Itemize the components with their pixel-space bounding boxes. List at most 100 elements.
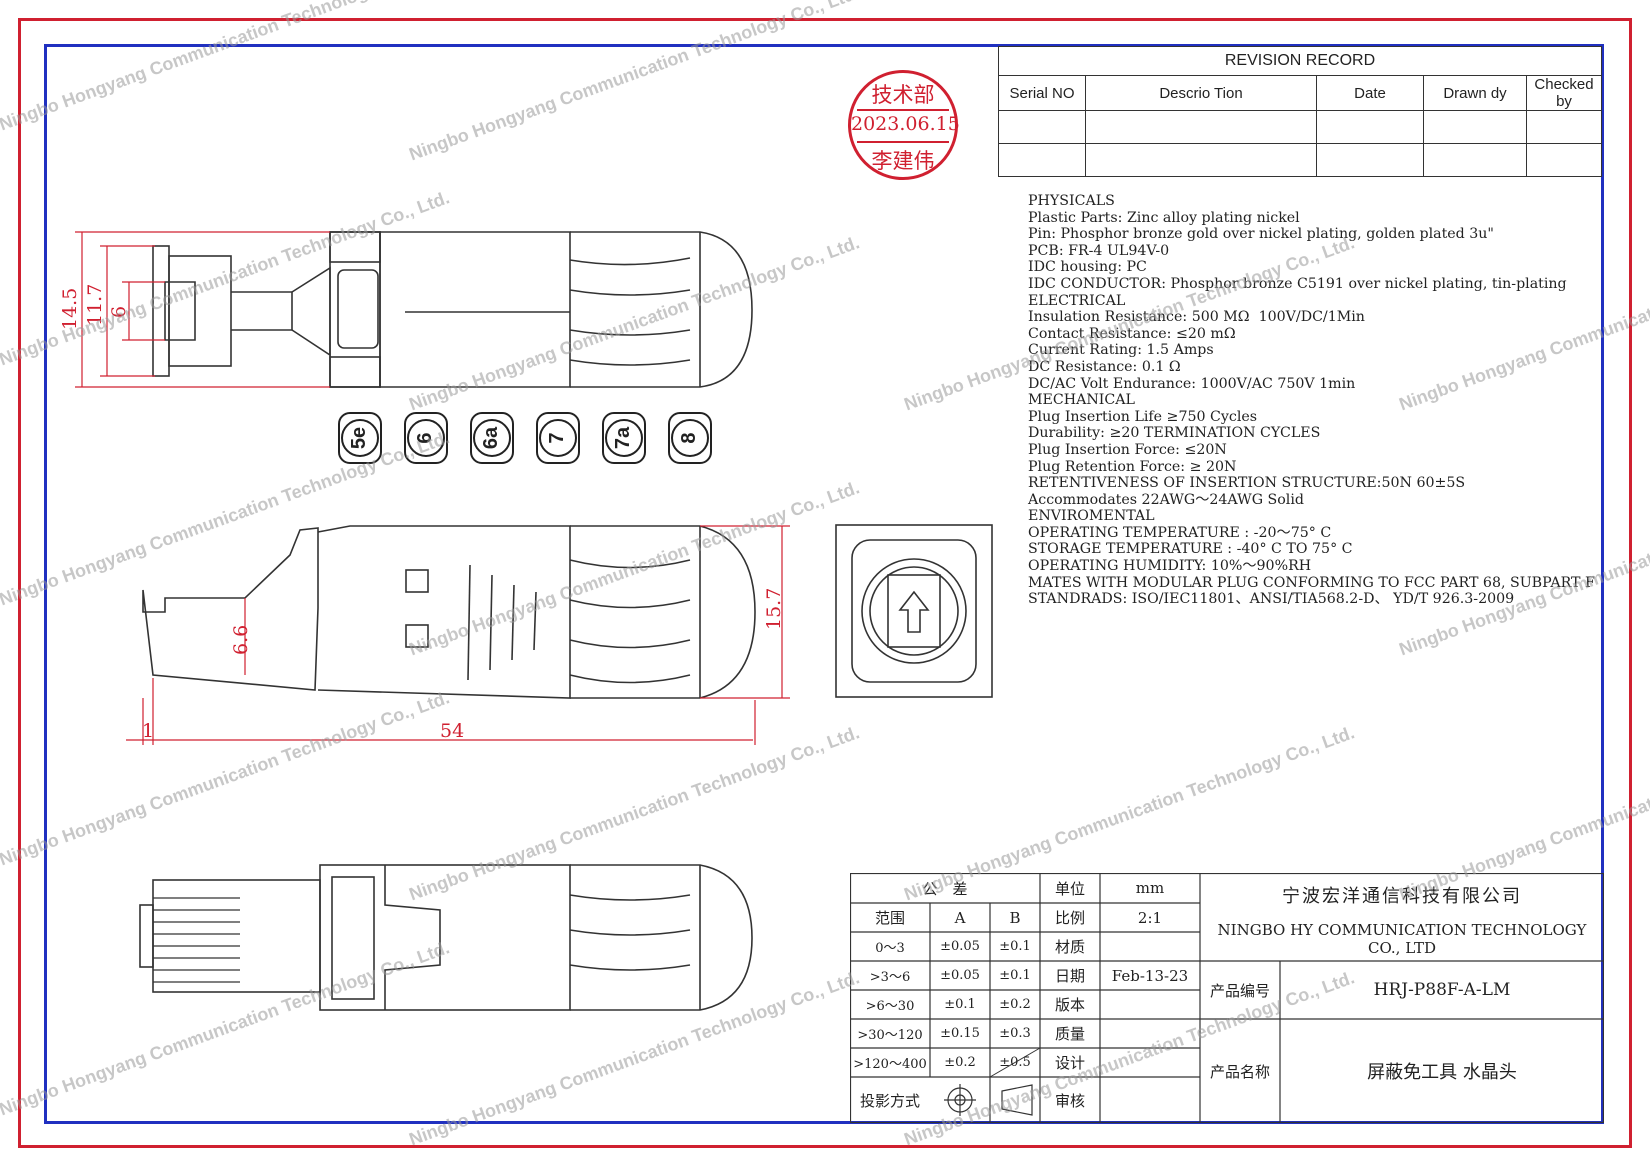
rev-cell [1526,110,1602,144]
stamp-name: 李建伟 [871,149,935,173]
tolerance-b: ±0.2 [999,997,1031,1012]
col-b-header: B [1009,908,1021,927]
rev-cell [1526,143,1602,177]
ratio-label: 比例 [1054,909,1085,927]
dimension-labels: 14.5 11.7 6 6.6 15.7 1 54 [59,284,785,742]
dim-11-7: 11.7 [84,284,106,326]
bottom-view [139,864,753,1011]
dim-54: 54 [440,720,464,742]
front-view [835,524,993,698]
col-a-header: A [954,908,966,927]
dim-6: 6 [108,306,130,318]
product-name: 屏蔽免工具 水晶头 [1367,1062,1517,1083]
approval-stamp: 技术部 2023.06.15 李建伟 [848,70,960,180]
rev-cell [998,143,1086,177]
spec-line: Plug Insertion Life ≥750 Cycles [1028,408,1258,425]
spec-line: RETENTIVENESS OF INSERTION STRUCTURE:50N… [1028,475,1466,492]
stamp-dept: 技术部 [871,83,935,107]
spec-line: Plug Retention Force: ≥ 20N [1028,458,1237,475]
category-badge: 5e [338,412,382,464]
tolerance-header: 公 差 [922,879,968,898]
spec-line: PCB: FR-4 UL94V-0 [1028,242,1170,259]
review-label: 审核 [1054,1091,1085,1110]
spec-line: IDC CONDUCTOR: Phosphor bronze C5191 ove… [1028,275,1567,292]
part-no-label: 产品编号 [1209,981,1270,1000]
tolerance-a: ±0.15 [940,1026,980,1041]
tolerance-b: ±0.1 [999,968,1031,983]
spec-line: DC/AC Volt Endurance: 1000V/AC 750V 1min [1028,375,1356,392]
spec-line: Contact Resistance: ≤20 mΩ [1028,325,1236,342]
date-label: 日期 [1054,967,1085,985]
product-name-label: 产品名称 [1209,1062,1270,1081]
category-badge: 7a [602,412,646,464]
title-block-grid [850,873,1604,1123]
stamp-date: 2023.06.15 [851,113,960,135]
rev-cell [1316,143,1424,177]
design-label: 设计 [1054,1054,1085,1072]
spec-line: MECHANICAL [1028,392,1135,409]
spec-line: PHYSICALS [1028,193,1115,209]
spec-line: Pin: Phosphor bronze gold over nickel pl… [1028,226,1494,243]
dim-6-6: 6.6 [230,625,252,655]
unit-label: 单位 [1054,879,1085,898]
tolerance-range: >120～400 [853,1057,927,1072]
tolerance-a: ±0.1 [944,997,976,1012]
spec-line: Accommodates 22AWG～24AWG Solid [1028,491,1304,508]
top-view [152,231,753,388]
spec-line: Plastic Parts: Zinc alloy plating nickel [1028,209,1300,226]
company-name-cn: 宁波宏洋通信科技有限公司 [1282,886,1522,907]
inner-border [44,44,1604,1124]
header-drawn: Drawn dy [1423,75,1527,111]
dim-14-5: 14.5 [59,288,81,330]
stamp-divider [857,141,949,143]
category-badge: 6 [404,412,448,464]
spec-line: DC Resistance: 0.1 Ω [1028,358,1181,375]
header-serial: Serial NO [998,75,1086,111]
category-badge: 8 [668,412,712,464]
tolerance-range: >3～6 [869,970,911,985]
spec-line: STORAGE TEMPERATURE : -40° C TO 75° C [1028,541,1353,558]
spec-line: OPERATING HUMIDITY: 10%～90%RH [1028,558,1312,575]
rev-cell [1316,110,1424,144]
spec-line: MATES WITH MODULAR PLUG CONFORMING TO FC… [1028,574,1595,591]
unit-value: mm [1135,879,1165,897]
title-block: 公 差 单位 mm 范围 A B 比例 2:1 0～3 ±0.05 ±0.1 材… [850,873,1604,1123]
material-label: 材质 [1054,938,1085,956]
tolerance-a: ±0.05 [940,968,980,983]
stamp-divider [857,109,949,111]
company-name-en: NINGBO HY COMMUNICATION TECHNOLOGY CO., … [1217,921,1587,957]
range-header: 范围 [874,909,905,927]
tolerance-a: ±0.05 [940,939,980,954]
spec-line: STANDRADS: ISO/IEC11801、ANSI/TIA568.2-D、… [1028,591,1515,608]
projection-label: 投影方式 [859,1091,920,1110]
ratio-value: 2:1 [1137,908,1163,927]
rev-cell [1085,143,1317,177]
spec-line: IDC housing: PC [1028,259,1147,276]
spec-line: OPERATING TEMPERATURE : -20～75° C [1028,524,1332,541]
spec-line: ENVIROMENTAL [1028,508,1155,525]
dim-1: 1 [142,720,154,742]
dimension-lines [75,231,790,745]
spec-line: Insulation Resistance: 500 MΩ 100V/DC/1M… [1028,309,1365,326]
side-view [142,525,756,699]
tolerance-range: >6～30 [865,999,915,1014]
spec-line: Durability: ≥20 TERMINATION CYCLES [1028,425,1321,442]
outer-border [18,18,1632,1148]
part-no: HRJ-P88F-A-LM [1373,980,1511,1000]
tolerance-b: ±0.1 [999,939,1031,954]
tolerance-b: ±0.5 [999,1055,1031,1070]
spec-line: Current Rating: 1.5 Amps [1028,342,1214,359]
revision-record-table: REVISION RECORD Serial NO Descrio Tion D… [998,46,1602,177]
header-description: Descrio Tion [1085,75,1317,111]
tolerance-b: ±0.3 [999,1026,1031,1041]
rev-cell [1423,143,1527,177]
tolerance-a: ±0.2 [944,1055,976,1070]
dim-15-7: 15.7 [763,588,785,630]
spec-line: Plug Insertion Force: ≤20N [1028,441,1227,458]
category-badge: 6a [470,412,514,464]
revision-title: REVISION RECORD [998,46,1602,76]
spec-line: ELECTRICAL [1028,292,1126,309]
tolerance-range: >30～120 [857,1028,923,1043]
